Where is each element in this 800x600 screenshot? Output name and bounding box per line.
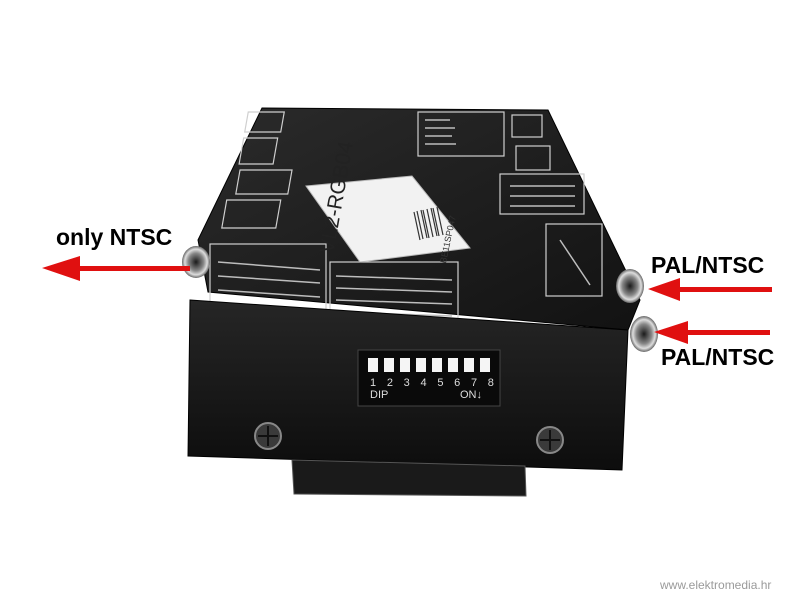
rca-connector-right-bottom [630,316,658,352]
dip-number: 8 [487,377,494,389]
rca-connector-left [182,246,210,278]
dip-number: 5 [437,377,444,389]
dip-switch-numbers: 1 2 3 4 5 6 7 8 [370,377,494,389]
watermark: www.elektromedia.hr [660,578,772,592]
dip-number: 4 [420,377,427,389]
top-silkscreen-lines [217,119,591,317]
label-pal-ntsc-bottom: PAL/NTSC [661,344,775,370]
dip-on-label: ON↓ [460,389,482,401]
dip-number: 3 [403,377,410,389]
dip-number: 7 [470,377,478,389]
mounting-bracket [291,459,527,497]
dip-switch-levers [368,358,490,372]
label-pal-ntsc-top: PAL/NTSC [651,252,765,278]
arrow-right-top [648,278,772,301]
label-only-ntsc: only NTSC [56,224,173,250]
dip-number: 6 [454,377,461,389]
dip-number: 1 [370,377,377,389]
arrow-left [42,256,190,281]
sticker-barcode [413,206,444,241]
arrow-right-bottom [654,321,770,344]
rca-connector-right-top [616,269,644,303]
dip-switch-block [357,349,501,407]
dip-label: DIP [370,389,389,401]
dip-number: 2 [386,377,393,389]
model-sticker [305,175,471,263]
top-silkscreen [209,111,603,327]
